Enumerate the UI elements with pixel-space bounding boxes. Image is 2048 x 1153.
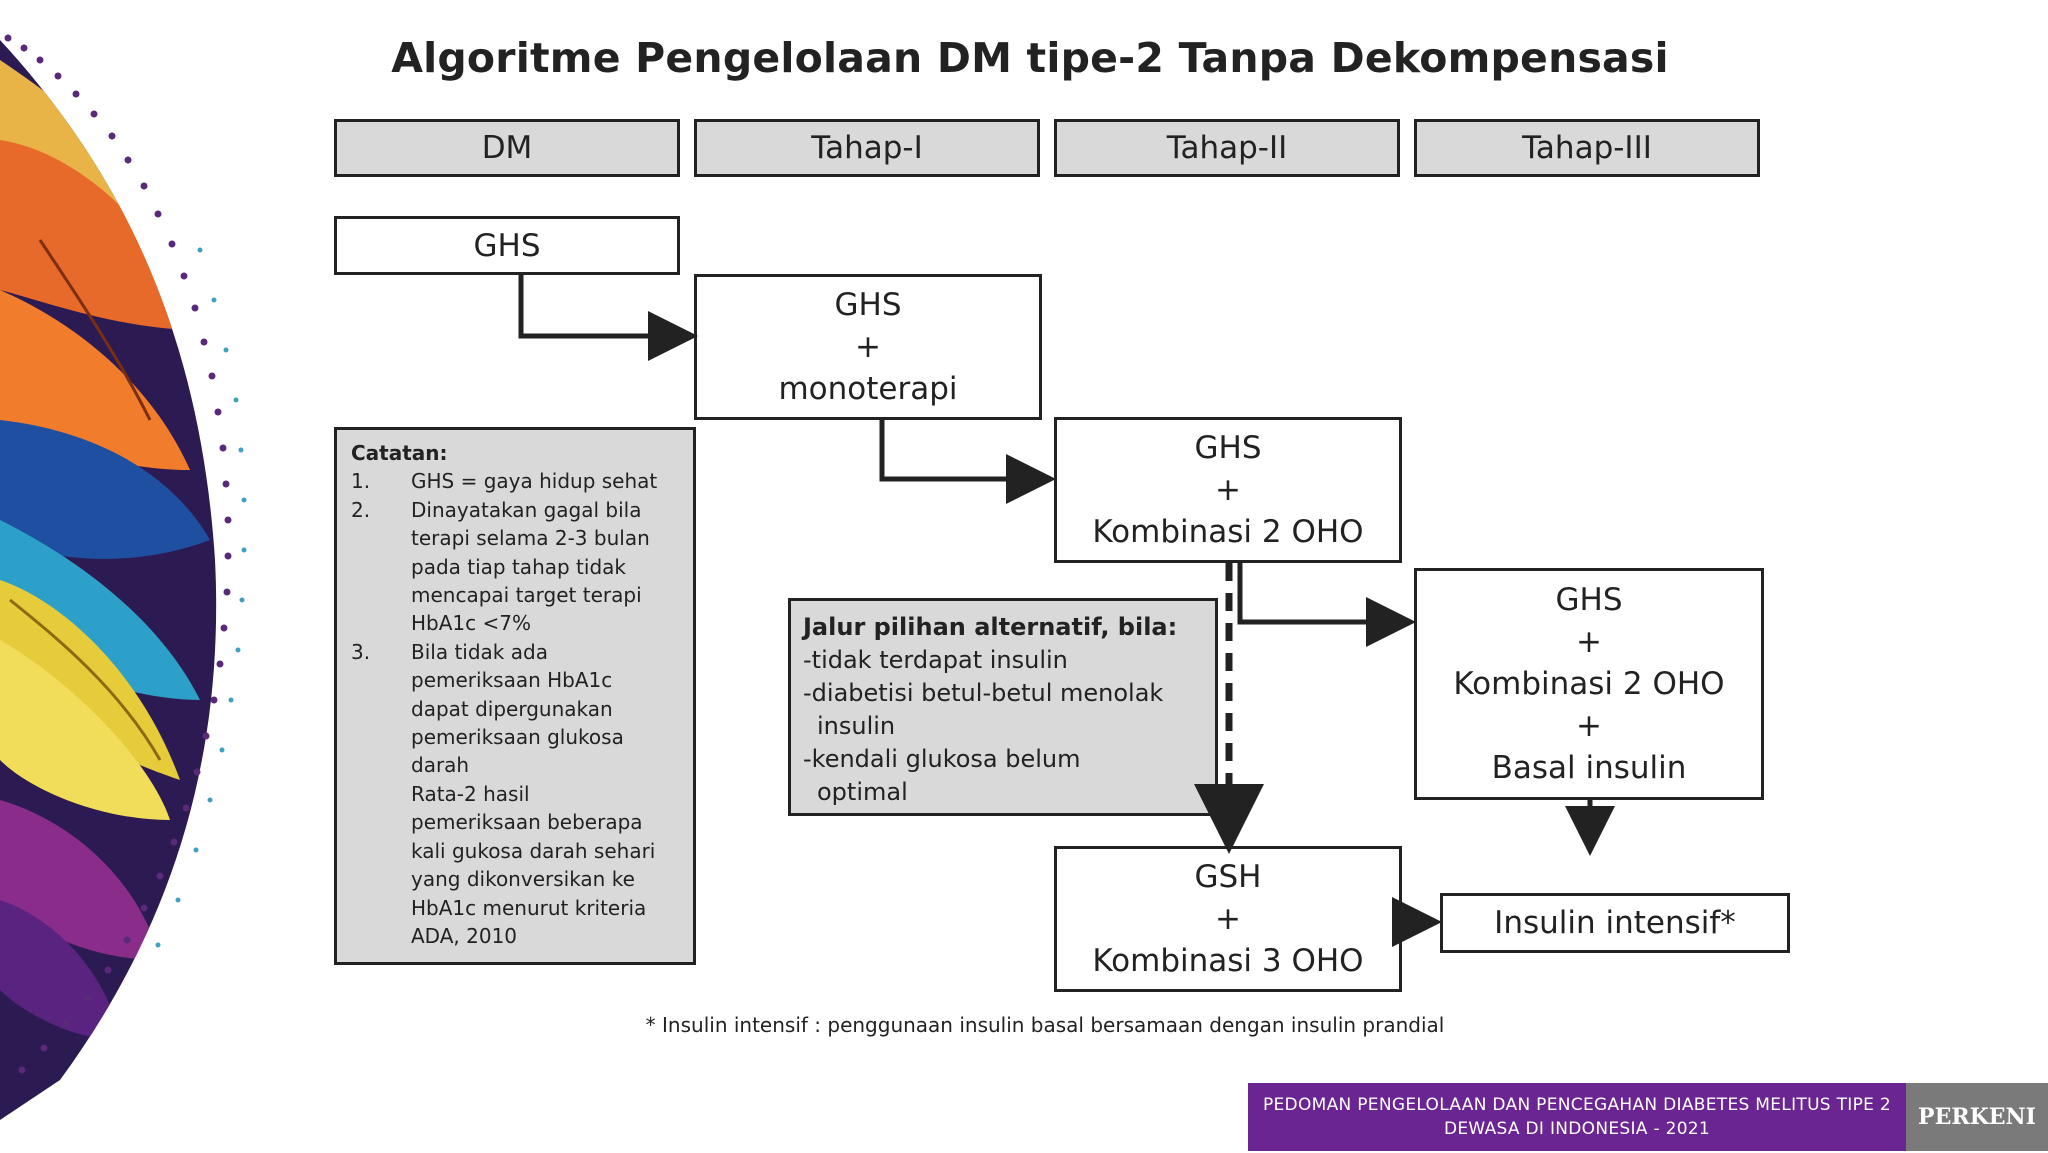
notes-item: 2. Dinayatakan gagal bila terapi selama … xyxy=(351,496,679,638)
footer-line: PEDOMAN PENGELOLAAN DAN PENCEGAHAN DIABE… xyxy=(1262,1095,1892,1115)
arrow-ghs-to-monoterapi xyxy=(518,275,698,361)
header-tahap-2: Tahap-II xyxy=(1054,119,1400,177)
box-gsh-kombinasi-3-oho: GSH + Kombinasi 3 OHO xyxy=(1054,846,1402,992)
alternative-line: insulin xyxy=(817,712,896,740)
box-line: GHS xyxy=(1194,430,1262,466)
box-insulin-intensif: Insulin intensif* xyxy=(1440,893,1790,953)
box-ghs-monoterapi: GHS + monoterapi xyxy=(694,274,1042,420)
arrow-kombinasi-2-to-basal-insulin xyxy=(1237,563,1416,647)
alternative-line: -tidak terdapat insulin xyxy=(803,646,1068,674)
notes-line: darah xyxy=(411,753,470,778)
box-line: Kombinasi 2 OHO xyxy=(1453,666,1725,702)
box-ghs-kombinasi-2-oho: GHS + Kombinasi 2 OHO xyxy=(1054,417,1402,563)
alternative-line: -kendali glukosa belum xyxy=(803,745,1081,773)
notes-line: dapat dipergunakan xyxy=(411,696,613,721)
notes-line: GHS = gaya hidup sehat xyxy=(411,469,658,494)
box-line: Insulin intensif* xyxy=(1494,905,1736,941)
footnote: * Insulin intensif : penggunaan insulin … xyxy=(645,1013,1445,1037)
box-line: GHS xyxy=(834,287,902,323)
notes-title: Catatan: xyxy=(351,441,448,465)
box-line: + xyxy=(1215,472,1241,508)
notes-box: Catatan: 1. GHS = gaya hidup sehat 2. Di… xyxy=(334,427,696,965)
notes-line: pemeriksaan HbA1c xyxy=(411,668,613,693)
alternative-line: -diabetisi betul-betul menolak xyxy=(803,679,1164,707)
box-line: + xyxy=(1215,901,1241,937)
notes-line: ADA, 2010 xyxy=(411,923,518,948)
box-line: + xyxy=(1576,708,1602,744)
header-tahap-3: Tahap-III xyxy=(1414,119,1760,177)
box-line: Basal insulin xyxy=(1491,750,1687,786)
box-line: Kombinasi 2 OHO xyxy=(1092,514,1364,550)
box-line: GSH xyxy=(1194,859,1262,895)
notes-line: HbA1c <7% xyxy=(411,611,531,636)
box-line: + xyxy=(855,329,881,365)
notes-line: kali gukosa darah sehari xyxy=(411,838,656,863)
notes-item: 1. GHS = gaya hidup sehat xyxy=(351,467,679,495)
box-ghs: GHS xyxy=(334,216,680,275)
notes-item: 3. Bila tidak ada pemeriksaan HbA1c dapa… xyxy=(351,638,679,950)
box-ghs-line: GHS xyxy=(473,227,541,264)
box-line: Kombinasi 3 OHO xyxy=(1092,943,1364,979)
header-tahap-1: Tahap-I xyxy=(694,119,1040,177)
notes-item-number: 1. xyxy=(351,469,371,494)
notes-line: Dinayatakan gagal bila xyxy=(411,497,642,522)
alternative-path-box: Jalur pilihan alternatif, bila: -tidak t… xyxy=(788,598,1218,816)
alternative-title: Jalur pilihan alternatif, bila: xyxy=(803,613,1178,641)
decorative-leaves-image xyxy=(0,34,247,1120)
notes-line: pemeriksaan beberapa xyxy=(411,810,643,835)
box-line: + xyxy=(1576,624,1602,660)
arrow-monoterapi-to-kombinasi-2 xyxy=(879,420,1056,504)
footer-source-bar: PEDOMAN PENGELOLAAN DAN PENCEGAHAN DIABE… xyxy=(1248,1083,1906,1151)
box-ghs-kombinasi-basal-insulin: GHS + Kombinasi 2 OHO + Basal insulin xyxy=(1414,568,1764,800)
header-dm: DM xyxy=(334,119,680,177)
notes-line: pemeriksaan glukosa xyxy=(411,725,624,750)
alternative-line: optimal xyxy=(817,778,908,806)
notes-line: HbA1c menurut kriteria xyxy=(411,895,647,920)
notes-line: pada tiap tahap tidak xyxy=(411,554,626,579)
diagram-title: Algoritme Pengelolaan DM tipe-2 Tanpa De… xyxy=(391,34,1669,82)
perkeni-logo: PERKENI xyxy=(1906,1083,2048,1151)
box-line: GHS xyxy=(1555,582,1623,618)
box-line: monoterapi xyxy=(778,371,958,407)
notes-line: Bila tidak ada xyxy=(411,639,548,664)
notes-line: mencapai target terapi xyxy=(411,583,642,608)
notes-item-number: 3. xyxy=(351,639,371,664)
footer-line: DEWASA DI INDONESIA - 2021 xyxy=(1443,1119,1711,1139)
notes-line: Rata-2 hasil xyxy=(411,781,530,806)
notes-item-number: 2. xyxy=(351,497,371,522)
notes-line: terapi selama 2-3 bulan xyxy=(411,526,650,551)
notes-line: yang dikonversikan ke xyxy=(411,867,635,892)
